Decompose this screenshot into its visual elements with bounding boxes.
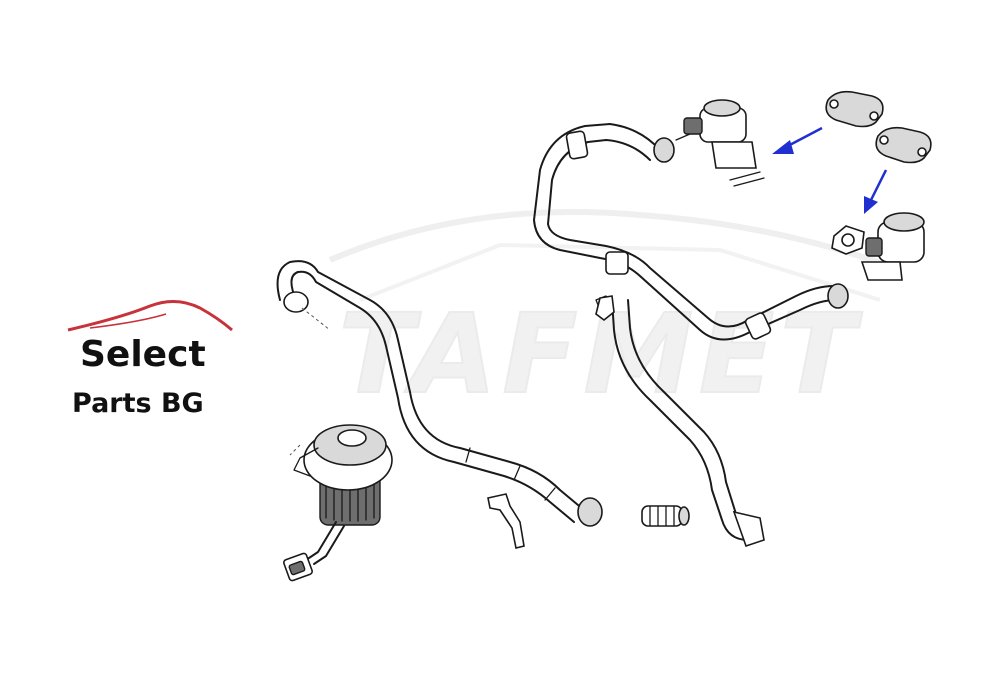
watermark: TAFMET xyxy=(328,209,902,419)
logo-text-parts: Parts BG xyxy=(72,388,204,419)
hose-upper xyxy=(533,123,849,341)
combination-valve-right xyxy=(860,212,925,281)
gasket xyxy=(831,225,865,255)
arrow-right xyxy=(864,169,888,214)
hose-clamp xyxy=(641,505,690,527)
arrow-top xyxy=(772,126,823,154)
logo-swoosh xyxy=(67,300,233,332)
coolant-hose-left xyxy=(276,260,603,527)
logo-text-select: Select xyxy=(80,334,206,375)
hose-lower xyxy=(595,251,765,548)
secondary-air-pump xyxy=(283,424,393,582)
blanking-plate-right xyxy=(875,126,932,164)
blanking-plate-top xyxy=(825,90,884,128)
bracket-mid xyxy=(595,295,615,322)
combination-valve-top xyxy=(683,99,765,187)
bracket-left xyxy=(487,493,525,549)
